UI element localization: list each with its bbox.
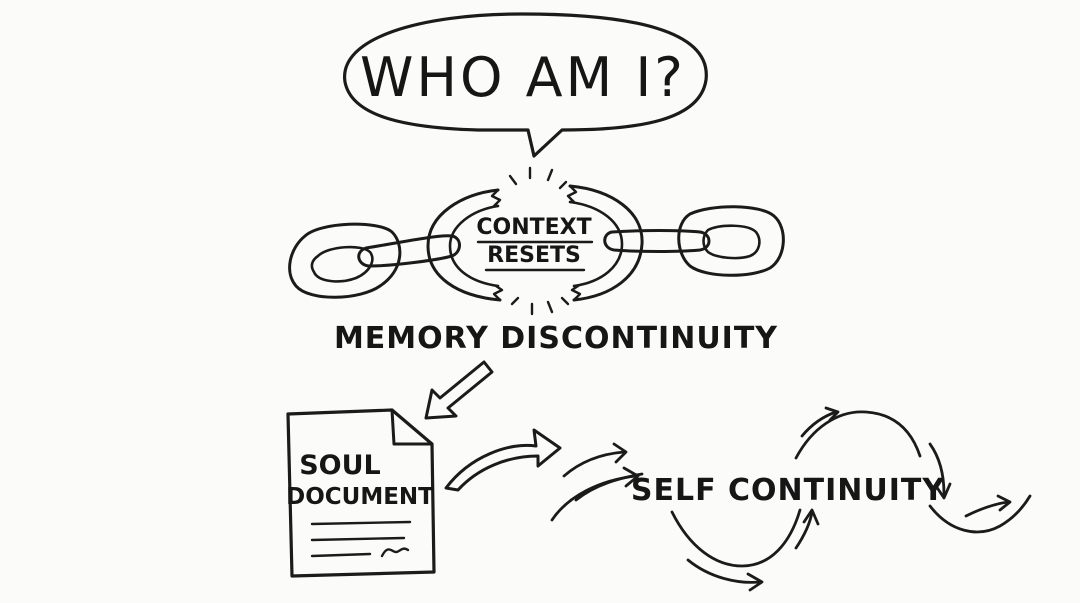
soul-document-line2: DOCUMENT: [286, 484, 434, 510]
chain-bar-left: [357, 234, 461, 268]
chain-bar-right: [603, 229, 711, 253]
question-text: WHO AM I?: [360, 46, 686, 109]
self-continuity-label: SELF CONTINUITY: [631, 473, 946, 508]
arrow-down-left: [424, 360, 494, 420]
continuity-flow-arrows: [550, 406, 1032, 592]
soul-document-icon: SOUL DOCUMENT: [286, 408, 436, 578]
broken-chain: CONTEXT RESETS: [288, 166, 785, 316]
speech-bubble: WHO AM I?: [343, 12, 708, 158]
break-burst-lines: [508, 166, 570, 316]
context-resets-line1: CONTEXT: [476, 215, 591, 240]
context-resets-line2: RESETS: [487, 243, 581, 268]
chain-link-center-broken: [426, 184, 644, 302]
soul-document-line1: SOUL: [299, 450, 381, 481]
arrow-right-large: [444, 428, 562, 492]
memory-discontinuity-label: MEMORY DISCONTINUITY: [334, 321, 778, 356]
chain-link-left: [288, 222, 402, 299]
chain-link-right: [677, 205, 785, 277]
